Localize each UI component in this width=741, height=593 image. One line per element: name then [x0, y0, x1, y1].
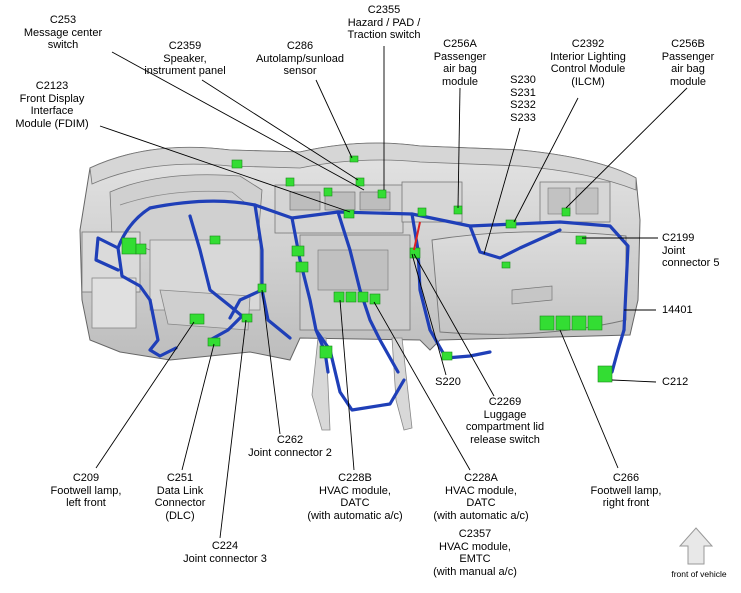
- front-of-vehicle-label: front of vehicle: [671, 569, 727, 579]
- callout-s220: S220: [435, 376, 461, 388]
- callout-14401: 14401: [662, 304, 693, 316]
- up-arrow-icon: [678, 527, 714, 565]
- red-wire: [413, 221, 421, 251]
- callout-c212: C212: [662, 376, 689, 388]
- connectors: [121, 155, 613, 383]
- leader-lines: [95, 46, 688, 539]
